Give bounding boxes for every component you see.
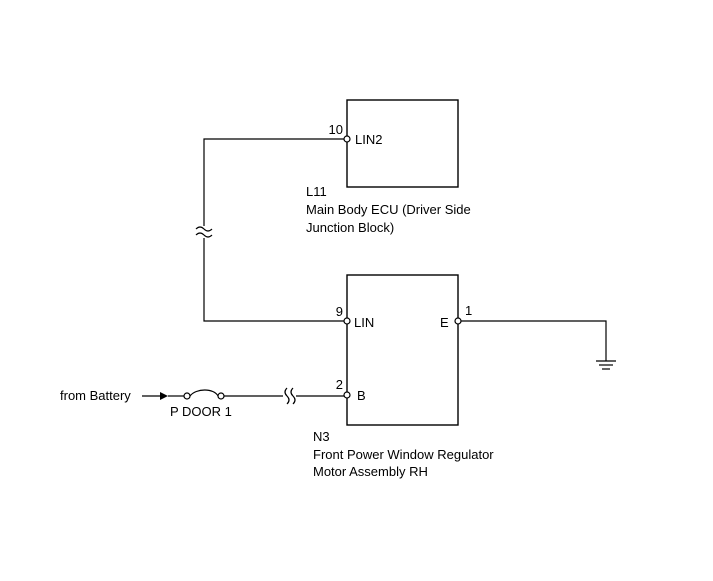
wire-break-icon (195, 226, 213, 238)
motor-name-line1: Front Power Window Regulator (313, 447, 494, 462)
ecu-pin-label: LIN2 (355, 132, 382, 147)
motor-b-terminal (343, 391, 351, 399)
ground-icon (596, 360, 616, 370)
motor-connector-id: N3 (313, 429, 330, 444)
motor-e-pin-label: E (440, 315, 449, 330)
ground-wire (461, 320, 607, 361)
fuse-label: P DOOR 1 (170, 404, 232, 419)
motor-e-pin-number: 1 (465, 303, 472, 318)
motor-name-line2: Motor Assembly RH (313, 464, 428, 479)
ecu-name-line1: Main Body ECU (Driver Side (306, 202, 471, 217)
motor-b-pin-number: 2 (336, 377, 343, 392)
motor-e-terminal (454, 317, 462, 325)
motor-b-pin-label: B (357, 388, 366, 403)
motor-lin-terminal (343, 317, 351, 325)
wire-break-icon-b (284, 387, 296, 405)
power-source-label: from Battery (60, 388, 131, 403)
motor-lin-pin-label: LIN (354, 315, 374, 330)
lin-wire-top (203, 138, 344, 226)
ecu-pin-number: 10 (329, 122, 343, 137)
arrow-right-icon (160, 392, 168, 400)
ecu-lin2-terminal (343, 135, 351, 143)
fuse-icon (183, 389, 225, 400)
lin-wire-bottom (203, 238, 344, 322)
ecu-name-line2: Junction Block) (306, 220, 394, 235)
motor-lin-pin-number: 9 (336, 304, 343, 319)
motor-block (346, 274, 459, 426)
ecu-block (346, 99, 459, 188)
ecu-connector-id: L11 (306, 184, 327, 199)
